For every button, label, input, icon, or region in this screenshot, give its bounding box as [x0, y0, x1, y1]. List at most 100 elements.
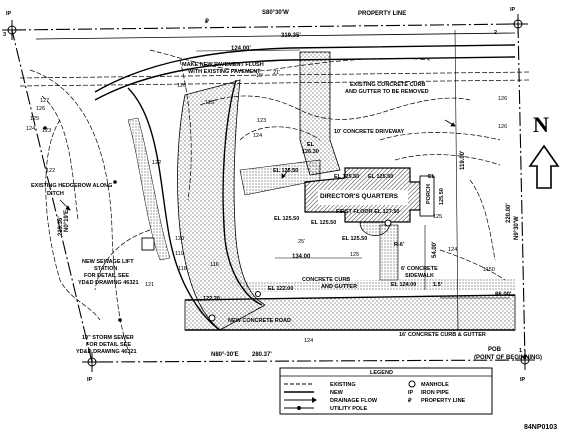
corner-ip-nw: IP — [6, 11, 12, 17]
contour-label: 124 — [253, 133, 262, 139]
contour-label: 120 — [175, 236, 184, 242]
legend-utility: UTILITY POLE — [330, 406, 368, 412]
legend-pl-symbol: ₽ — [408, 397, 412, 404]
corner-ip-sw: IP — [87, 377, 93, 383]
dim-21: 21' — [273, 70, 280, 76]
note-radius: R-6' — [394, 242, 405, 248]
dim-119: 119.00' — [460, 150, 466, 170]
new-road-horizontal — [184, 294, 516, 331]
contour-label: 116 — [210, 262, 219, 268]
west-ditch-band — [127, 117, 171, 261]
contour-label: 126 — [498, 96, 507, 102]
note-hedgerow-1: EXISTING HEDGEROW ALONG — [31, 183, 112, 189]
note-lift-station-4: YD&D DRAWING 46321 — [78, 280, 139, 286]
contour-label: 123 — [257, 118, 266, 124]
contour-label: 126 — [36, 106, 45, 112]
building-title: DIRECTOR'S QUARTERS — [320, 193, 399, 200]
dim-15: 15' — [256, 73, 263, 79]
dim-124: 124.00' — [231, 46, 251, 52]
contour-label: 127 — [40, 98, 49, 104]
contour-label: 125 — [433, 214, 442, 220]
distance-right: 220.00' — [506, 203, 512, 223]
note-sidewalk-2: SIDEWALK — [405, 273, 434, 279]
contour-label: 1150 — [483, 267, 495, 273]
lift-station-symbol — [141, 237, 155, 251]
note-lift-station-2: STATION — [94, 266, 117, 272]
elev-5: EL 125.50 — [274, 216, 299, 222]
svg-text:220.00': 220.00' — [506, 203, 512, 223]
contour-label: 122 — [152, 160, 161, 166]
north-arrow — [528, 144, 560, 189]
porch-label: PORCH — [426, 184, 432, 204]
note-curb-gutter: 16' CONCRETE CURB & GUTTER — [399, 332, 486, 338]
svg-text:219.36': 219.36' — [58, 216, 64, 236]
elev-4: EL 125.50 — [368, 174, 393, 180]
elev-12: 125.50 — [439, 188, 445, 205]
contour-label: 123 — [42, 128, 51, 134]
elev-7: EL 124.00 — [391, 282, 416, 288]
note-driveway: 10' CONCRETE DRIVEWAY — [334, 129, 405, 135]
bearing-left: N0°19'E — [64, 210, 70, 232]
elev-2: EL 125.50 — [273, 168, 298, 174]
svg-text:125.50: 125.50 — [439, 188, 445, 205]
legend-property-line: PROPERTY LINE — [421, 398, 466, 404]
drainage-arrows — [59, 119, 456, 211]
legend-iron-pipe: IRON PIPE — [421, 390, 449, 396]
elev-1: EL — [307, 142, 315, 148]
contour-label: 118 — [178, 266, 187, 272]
legend — [279, 367, 493, 415]
contour-label: 124 — [304, 338, 313, 344]
pob-label: POB — [488, 347, 502, 353]
note-curb-new-1: CONCRETE CURB — [302, 277, 350, 283]
bearing-right: N9°30'W — [514, 216, 520, 240]
distance-left: 219.36' — [58, 216, 64, 236]
dim-25: 25' — [298, 239, 305, 245]
note-curb-removed-2: AND GUTTER TO BE REMOVED — [345, 89, 429, 95]
note-storm-2: FOR DETAIL SEE — [86, 342, 131, 348]
note-lift-station-1: NEW SEWAGE LIFT — [82, 259, 134, 265]
legend-existing: EXISTING — [330, 382, 356, 388]
elev-10: EL — [428, 174, 436, 180]
note-pavement-2: WITH EXISTING PAVEMENT — [188, 69, 261, 75]
svg-text:119.00': 119.00' — [460, 150, 466, 170]
elev-6: EL 125.50 — [342, 236, 367, 242]
elev-1b: 126.30 — [302, 149, 319, 155]
figure-id: 84NP0103 — [524, 424, 558, 431]
dim-54: 54.00' — [432, 241, 438, 258]
elev-8: EL 122.00 — [268, 286, 293, 292]
elev-11: 1.5' — [433, 282, 443, 288]
pl-symbol-top: ₽ — [205, 18, 209, 25]
concrete-driveway — [299, 51, 341, 176]
dimension-lines — [195, 29, 510, 331]
dim-134: 134.00 — [292, 254, 311, 260]
contour-label: 119 — [175, 251, 184, 257]
building-floor-elevation: FIRST FLOOR EL 127.50 — [336, 209, 399, 215]
sidewalk-vertical — [379, 224, 399, 281]
utility-poles — [43, 126, 122, 322]
legend-ip-symbol: IP — [408, 390, 414, 396]
dim-86: 86.00' — [495, 292, 512, 298]
bearing-bottom: N80°-30'E — [211, 352, 239, 358]
legend-manhole: MANHOLE — [421, 382, 449, 388]
note-lift-station-3: FOR DETAIL SEE — [84, 273, 129, 279]
contour-label: 124 — [448, 247, 457, 253]
contour-label: 124 — [26, 126, 35, 132]
note-pavement-1: MAKE NEW PAVEMENT FLUSH — [182, 62, 264, 68]
note-storm-3: YD&D DRAWING 46321 — [76, 349, 137, 355]
elev-13: EL 125.50 — [311, 220, 336, 226]
svg-text:N0°19'E: N0°19'E — [64, 210, 70, 232]
note-storm-1: 10" STORM SEWER — [82, 335, 134, 341]
corner-ip-se: IP — [520, 377, 526, 383]
existing-road-band — [230, 278, 515, 292]
corner-ip-ne: IP — [510, 7, 516, 13]
corner-number-1: 1 — [519, 348, 522, 354]
corner-number-3: 3 — [3, 32, 6, 38]
contour-label: 125 — [30, 116, 39, 122]
existing-features — [19, 49, 531, 356]
legend-drainage: DRAINAGE FLOW — [330, 398, 378, 404]
contour-label: 126 — [177, 83, 186, 89]
legend-new: NEW — [330, 390, 344, 396]
contour-label: 125 — [205, 100, 214, 106]
svg-text:N9°30'W: N9°30'W — [514, 216, 520, 240]
distance-bottom: 280.37' — [252, 352, 272, 358]
